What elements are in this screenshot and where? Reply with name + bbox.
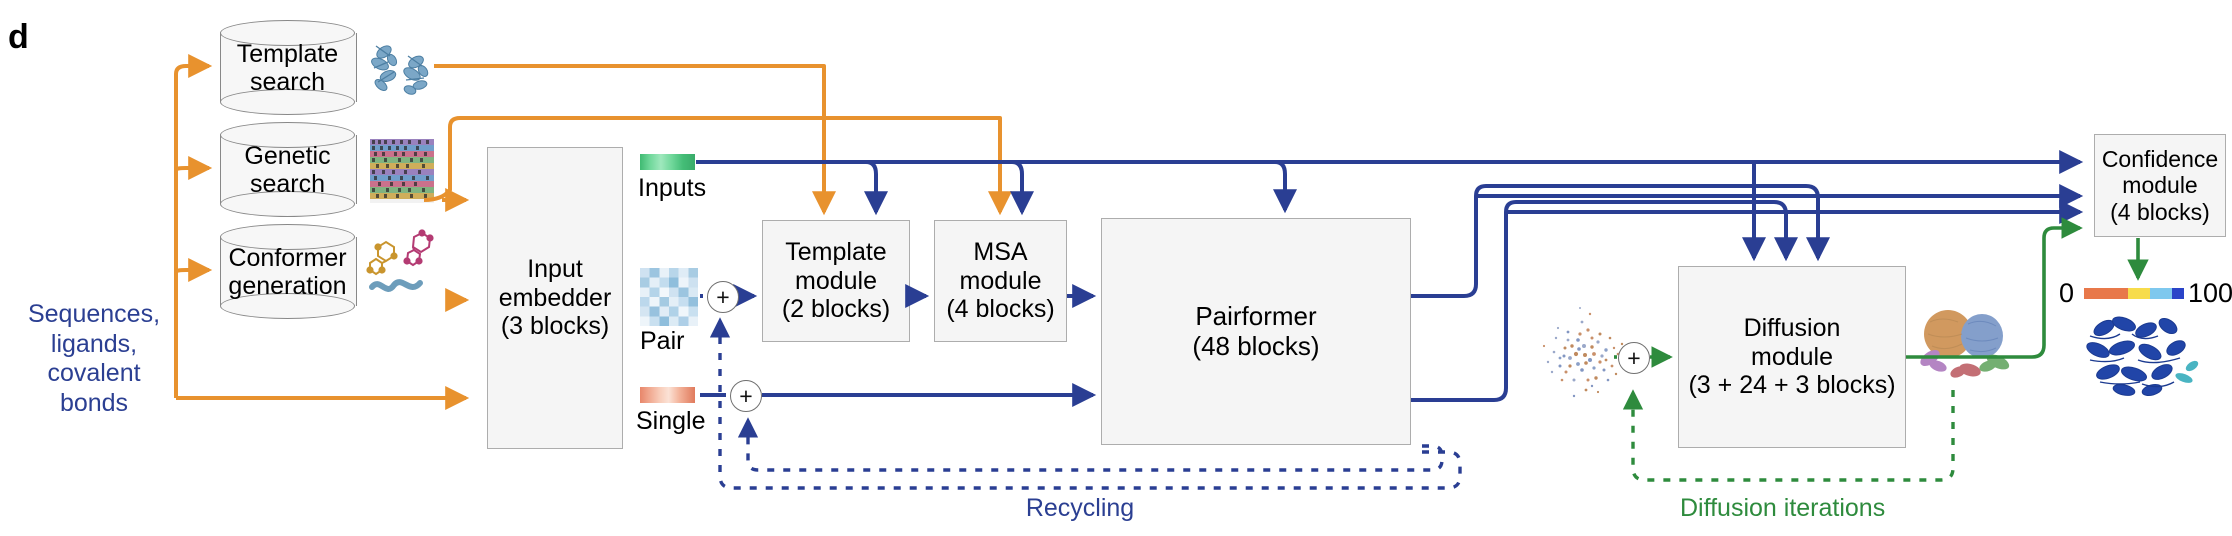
wire-inputs-to-pairformer (1273, 160, 1297, 214)
confidence-min-label: 0 (2059, 278, 2075, 308)
predicted-structure-icon (1920, 310, 2010, 378)
cylinder-bottom (220, 89, 355, 115)
cylinder-bottom (220, 293, 355, 319)
module-input-embedder[interactable]: Input embedder (3 blocks) (487, 147, 623, 449)
single-add-node: + (730, 380, 762, 412)
confidence-colorbar (2084, 288, 2184, 299)
swatch-pair (640, 268, 698, 326)
cylinder-bottom (220, 191, 355, 217)
msa-alignment-icon (370, 139, 434, 203)
module-line: (2 blocks) (781, 295, 891, 324)
ligand-conformer-icon (366, 229, 434, 292)
module-line: Confidence (2101, 145, 2219, 172)
cylinder-top (220, 20, 355, 46)
recycling-label: Recycling (1025, 494, 1135, 522)
cylinder-top (220, 224, 355, 250)
module-line: Pairformer (1195, 300, 1317, 331)
label-pair: Pair (640, 327, 685, 355)
wire-inputs-to-msa-module (1010, 160, 1034, 216)
module-line: (48 blocks) (1192, 330, 1320, 361)
label-inputs: Inputs (638, 174, 707, 202)
wire-input-to-genetic-search (174, 156, 213, 180)
module-line: module (795, 266, 877, 295)
module-line: (3 + 24 + 3 blocks) (1688, 371, 1896, 400)
module-line: (3 blocks) (500, 312, 610, 341)
module-line: module (2122, 172, 2198, 199)
swatch-single (640, 387, 695, 403)
module-diffusion[interactable]: Diffusion module (3 + 24 + 3 blocks) (1678, 266, 1906, 448)
confidence-max-label: 100 (2188, 278, 2232, 308)
wire-inputs-to-template-module (864, 160, 888, 216)
module-line: embedder (498, 283, 612, 312)
module-line: Diffusion (1743, 313, 1841, 342)
confidence-colored-structure-icon (2086, 316, 2199, 396)
inputs-label: Sequences, ligands, covalent bonds (27, 300, 161, 417)
module-line: (4 blocks) (946, 295, 1055, 324)
module-template[interactable]: Template module (2 blocks) (762, 220, 910, 342)
wire-input-to-conformer (174, 258, 213, 282)
module-line: MSA (973, 237, 1028, 266)
module-line: (4 blocks) (2110, 198, 2210, 225)
protein-template-icon (371, 45, 429, 95)
module-msa[interactable]: MSA module (4 blocks) (934, 220, 1067, 342)
module-line: Template (785, 237, 887, 266)
module-pairformer[interactable]: Pairformer (48 blocks) (1101, 218, 1411, 445)
cylinder-top (220, 122, 355, 148)
swatch-inputs (640, 154, 695, 170)
module-line: module (1751, 342, 1833, 371)
module-line: module (959, 266, 1042, 295)
panel-letter: d (8, 18, 29, 56)
diffusion-iterations-label: Diffusion iterations (1680, 494, 1886, 522)
module-line: Input (527, 254, 583, 283)
label-single: Single (636, 407, 706, 435)
module-confidence[interactable]: Confidence module (4 blocks) (2094, 134, 2226, 237)
pair-add-node: + (707, 281, 739, 313)
diffusion-add-node: + (1618, 342, 1650, 374)
